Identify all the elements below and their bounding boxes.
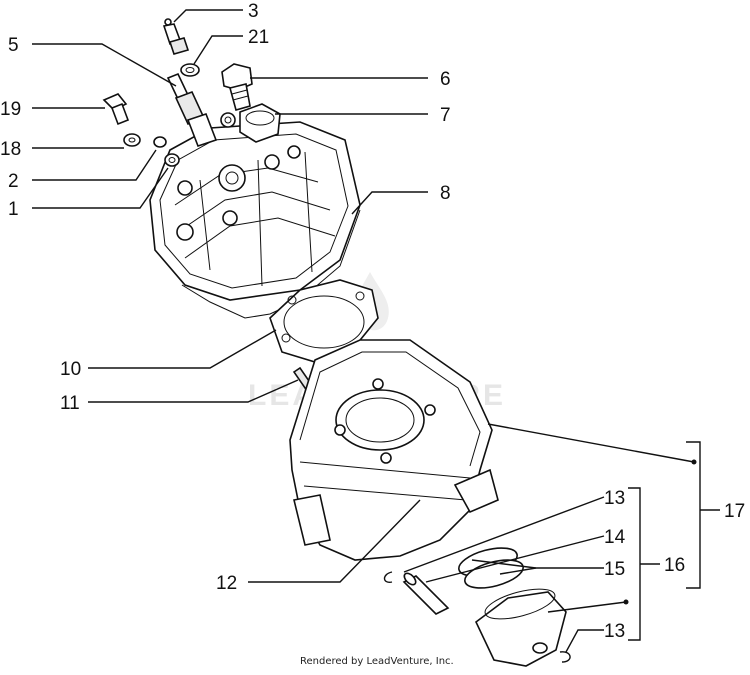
callout-13-bottom: 13 [604,621,625,642]
callout-10: 10 [60,359,81,380]
callout-3: 3 [248,1,259,22]
callout-6: 6 [440,69,451,90]
cylinder [289,339,499,561]
cylinder-head [149,121,361,319]
callout-15: 15 [604,559,625,580]
bolt-6 [221,63,253,111]
piston-rings [458,547,524,589]
bolt-19 [102,93,130,126]
washer-2 [153,136,167,148]
cap-7 [220,103,281,143]
spark-plug [166,72,218,148]
temperature-sender [162,18,190,55]
callout-14: 14 [604,527,626,548]
washer-18 [123,133,141,147]
callout-11: 11 [60,393,80,414]
callout-18: 18 [0,139,21,160]
cylinder-gasket [269,279,379,363]
callout-7: 7 [440,105,451,126]
callout-2: 2 [8,171,19,192]
circlip-13a [383,571,393,583]
circlip-13b [559,651,571,663]
washer-21 [180,63,200,77]
piston [474,588,567,667]
piston-pin [402,572,450,615]
leader-lines [32,9,720,653]
callout-19: 19 [0,99,21,120]
callout-12: 12 [216,573,237,594]
callout-16: 16 [664,555,685,576]
callout-21: 21 [248,27,269,48]
callout-1: 1 [8,199,19,220]
nut-1 [164,153,180,167]
callout-13-top: 13 [604,488,625,509]
callout-17: 17 [724,501,745,522]
credit-text: Rendered by LeadVenture, Inc. [300,656,454,667]
callout-5: 5 [8,35,19,56]
callout-8: 8 [440,183,451,204]
